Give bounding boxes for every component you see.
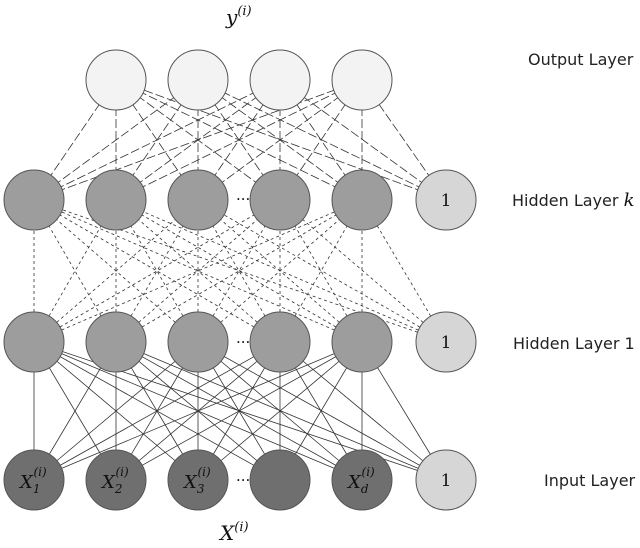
hidden-1-node <box>331 311 393 373</box>
edge-hidden-1-to-hidden-k <box>33 199 281 343</box>
bias-label: 1 <box>441 333 452 353</box>
hidden-1-ellipsis: ··· <box>236 333 250 351</box>
input-node-label: X3(i) <box>182 465 211 496</box>
input-node <box>331 449 393 511</box>
edge-hidden-1-to-hidden-k <box>115 199 281 343</box>
bias-label: 1 <box>441 471 452 491</box>
edge-input-to-hidden-1 <box>33 341 199 481</box>
input-node <box>167 449 229 511</box>
input-node <box>85 449 147 511</box>
output-node <box>85 49 147 111</box>
edge-hidden-k-to-output <box>115 79 363 201</box>
hidden-1-node <box>167 311 229 373</box>
input-node-label: X2(i) <box>100 465 129 496</box>
hidden-k-ellipsis: ··· <box>236 190 250 208</box>
input-node <box>3 449 65 511</box>
hidden-1-bias-node <box>415 311 477 373</box>
edge-hidden-k-to-output <box>115 79 447 201</box>
input-node-label: Xd(i) <box>346 465 375 496</box>
connection-edges <box>33 79 447 481</box>
input-layer-label: Input Layer <box>544 471 636 490</box>
edge-hidden-1-to-hidden-k <box>197 199 447 343</box>
hidden-1-node <box>3 311 65 373</box>
hidden-k-node <box>85 169 147 231</box>
edge-hidden-k-to-output <box>279 79 447 201</box>
hidden-1-node <box>85 311 147 373</box>
edge-input-to-hidden-1 <box>33 341 363 481</box>
edge-hidden-1-to-hidden-k <box>33 199 281 343</box>
edge-hidden-k-to-output <box>197 79 447 201</box>
hidden-k-node <box>167 169 229 231</box>
bias-label: 1 <box>441 191 452 211</box>
edge-hidden-1-to-hidden-k <box>33 199 199 343</box>
hidden-layer-k-label: Hidden Layer k <box>512 190 634 211</box>
edge-hidden-1-to-hidden-k <box>115 199 363 343</box>
input-bias-node <box>415 449 477 511</box>
hidden-k-node <box>3 169 65 231</box>
edge-input-to-hidden-1 <box>115 341 447 481</box>
hidden-1-node <box>249 311 311 373</box>
output-symbol: y(i) <box>225 4 252 29</box>
input-node-label: X1(i) <box>18 465 47 496</box>
edge-input-to-hidden-1 <box>33 341 281 481</box>
edge-hidden-k-to-output <box>115 79 281 201</box>
hidden-k-node <box>331 169 393 231</box>
hidden-layer-1-label: Hidden Layer 1 <box>513 334 635 353</box>
input-symbol: X(i) <box>218 520 249 545</box>
edge-hidden-1-to-hidden-k <box>279 199 447 343</box>
hidden-k-bias-node <box>415 169 477 231</box>
hidden-k-node <box>249 169 311 231</box>
edge-input-to-hidden-1 <box>197 341 447 481</box>
input-node <box>249 449 311 511</box>
output-node <box>331 49 393 111</box>
edge-hidden-1-to-hidden-k <box>115 199 363 343</box>
output-node <box>167 49 229 111</box>
output-layer-label: Output Layer <box>528 50 634 69</box>
output-node <box>249 49 311 111</box>
input-ellipsis: ··· <box>236 471 250 489</box>
edge-input-to-hidden-1 <box>279 341 447 481</box>
